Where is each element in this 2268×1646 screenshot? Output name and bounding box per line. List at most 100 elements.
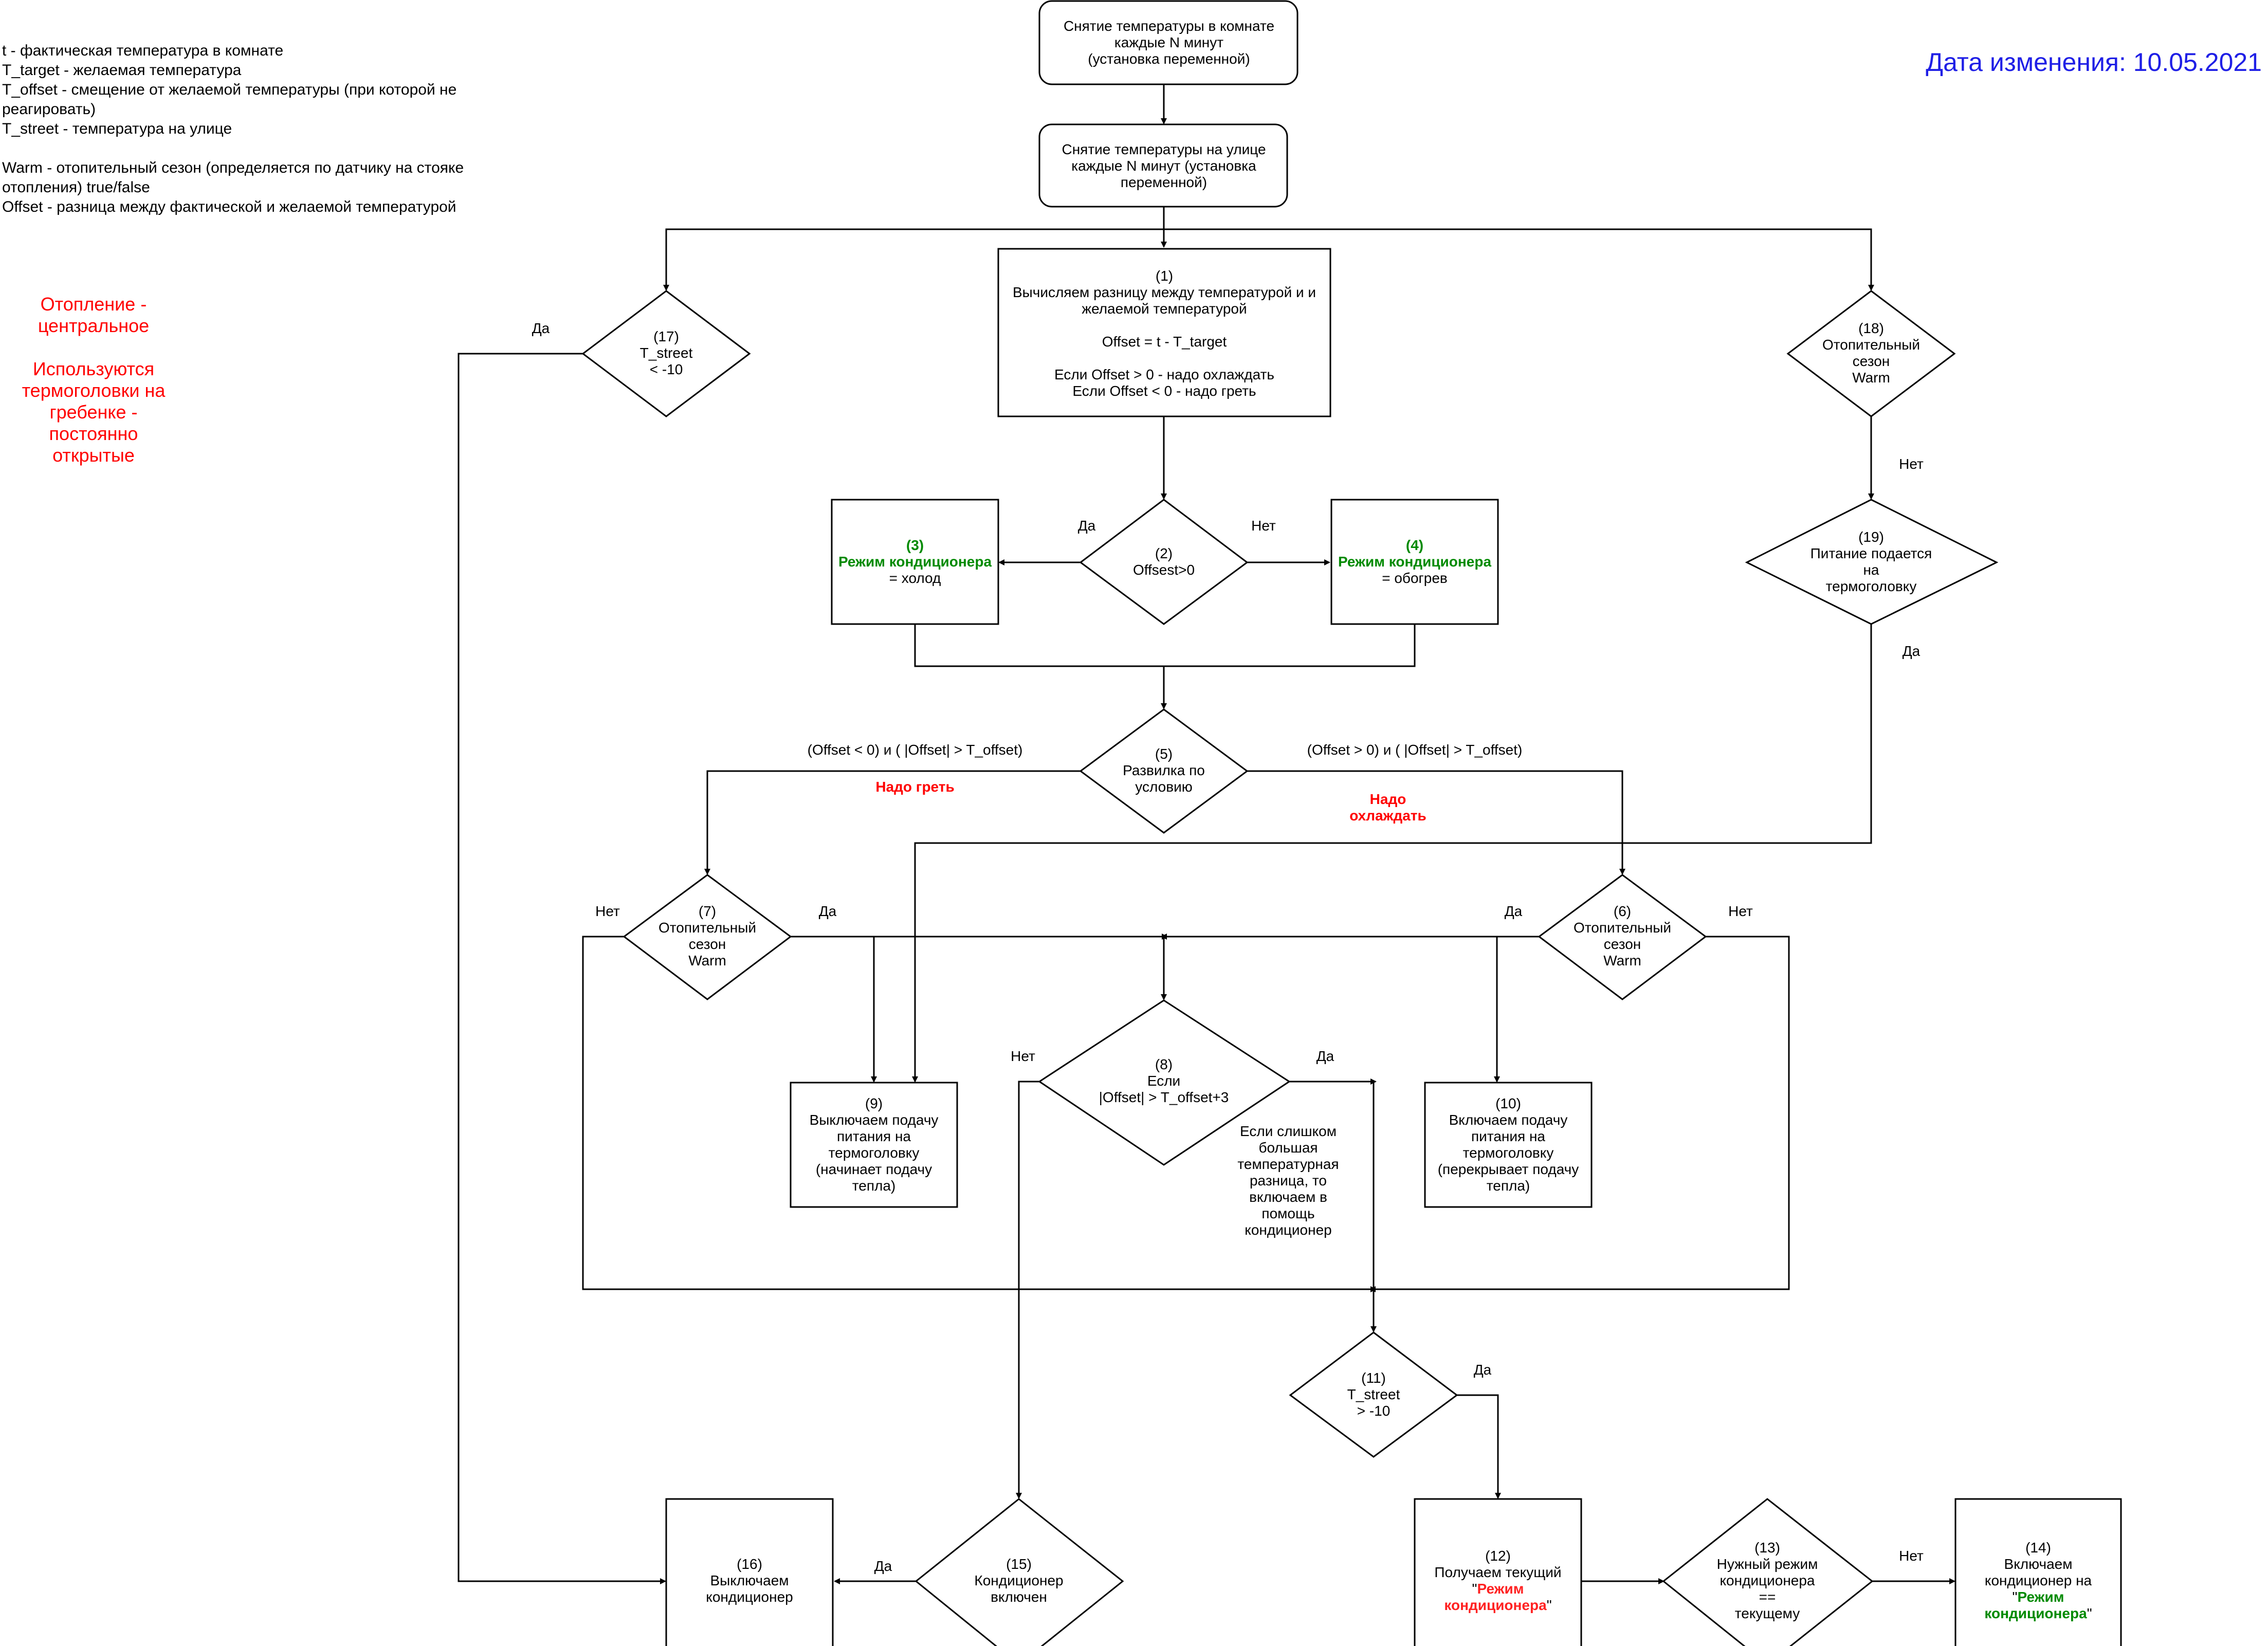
node-11-street-check: (11) T_street > -10 xyxy=(1289,1331,1458,1458)
n9-line5: (начинает подачу xyxy=(816,1161,932,1177)
n4-line3: = обогрев xyxy=(1382,570,1448,586)
n1-line4: Offset = t - T_target xyxy=(1102,334,1227,350)
n5-line2: Развилка по xyxy=(1123,762,1205,778)
edge-street-to-n17 xyxy=(663,228,1164,291)
heating-note-line6: постоянно xyxy=(49,423,138,444)
edge-n5-to-n7 xyxy=(704,770,1081,875)
edge-n19-to-n9 xyxy=(912,624,1872,1083)
n16-line2: Выключаем xyxy=(710,1572,789,1588)
n14-line5: кондиционера" xyxy=(1984,1605,2092,1621)
node-3-ac-cool: (3) Режим кондиционера = холод xyxy=(831,499,999,625)
node-1-compute-offset: (1) Вычисляем разницу между температурой… xyxy=(997,248,1331,417)
n10-line6: тепла) xyxy=(1487,1178,1530,1194)
n2-line2: Offsest>0 xyxy=(1133,562,1195,578)
n14-line2: Включаем xyxy=(2004,1556,2073,1572)
label-need-cool-1: Надо xyxy=(1370,791,1406,807)
n15-line1: (15) xyxy=(1006,1556,1032,1572)
n10-line5: (перекрывает подачу xyxy=(1438,1161,1579,1177)
edge-n11-yes-to-n12 xyxy=(1457,1394,1501,1499)
modification-date: Дата изменения: 10.05.2021 xyxy=(1926,48,2262,77)
legend: t - фактическая температура в комнате T_… xyxy=(2,42,464,215)
node-15-ac-on-check: (15) Кондиционер включен xyxy=(914,1498,1124,1646)
n13-line5: текущему xyxy=(1735,1605,1800,1621)
n7-line2: Отопительный xyxy=(659,920,756,936)
edge-n4-to-merge xyxy=(1164,624,1416,667)
n14-quote-close: " xyxy=(2087,1605,2092,1621)
n18-line4: Warm xyxy=(1852,370,1890,386)
n14-line1: (14) xyxy=(2025,1540,2051,1556)
node-6-warm-check: (6) Отопительный сезон Warm xyxy=(1538,874,1707,1000)
n10-line2: Включаем подачу xyxy=(1449,1112,1568,1128)
legend-line8: Offset - разница между фактической и жел… xyxy=(2,198,456,215)
n12-mode-word: Режим xyxy=(1477,1581,1524,1597)
n13-line4: == xyxy=(1759,1589,1776,1605)
n2-line1: (2) xyxy=(1155,545,1173,561)
n9-line4: термоголовку xyxy=(829,1145,920,1161)
n10-line4: термоголовку xyxy=(1463,1145,1554,1161)
n19-line4: термоголовку xyxy=(1826,578,1917,594)
label-n8-yes: Да xyxy=(1316,1048,1334,1064)
node-2-offset-check: (2) Offsest>0 xyxy=(1079,499,1249,625)
legend-line3: T_offset - смещение от желаемой температ… xyxy=(2,81,456,98)
edge-street-to-n18 xyxy=(1164,228,1874,291)
heating-note-line4: термоголовки на xyxy=(22,380,166,401)
label-n15-yes: Да xyxy=(874,1558,892,1574)
n9-line3: питания на xyxy=(837,1128,911,1144)
edge-labels: Да Нет Да Да Нет (Offset < 0) и ( |Offse… xyxy=(532,320,1924,1574)
n13-line1: (13) xyxy=(1754,1540,1780,1556)
n14-line4: "Режим xyxy=(2013,1589,2064,1605)
heating-note-line2: центральное xyxy=(38,315,149,336)
node-9-power-off-thermohead: (9) Выключаем подачу питания на термогол… xyxy=(790,1082,958,1208)
label-n7-yes: Да xyxy=(819,903,837,919)
node-19-power-check: (19) Питание подается на термоголовку xyxy=(1745,499,1999,625)
n18-line2: Отопительный xyxy=(1822,337,1920,353)
n9-line1: (9) xyxy=(865,1095,883,1111)
heating-note: Отопление - центральное Используются тер… xyxy=(22,294,166,466)
heating-note-line3: Используются xyxy=(33,358,154,379)
n1-line3: желаемой температурой xyxy=(1082,301,1247,317)
n10-line3: питания на xyxy=(1471,1128,1545,1144)
label-need-cool-2: охлаждать xyxy=(1349,808,1426,824)
n16-line1: (16) xyxy=(737,1556,762,1572)
n19-line1: (19) xyxy=(1858,529,1884,545)
n18-line1: (18) xyxy=(1858,320,1884,336)
n14-quote-open: " xyxy=(2013,1589,2018,1605)
n6-line4: Warm xyxy=(1603,953,1641,968)
n5-line1: (5) xyxy=(1155,746,1173,762)
node-17-street-cold: (17) T_street < -10 xyxy=(581,290,751,417)
node-5-fork: (5) Развилка по условию xyxy=(1079,708,1249,834)
n7-line1: (7) xyxy=(699,903,716,919)
edge-n6-no xyxy=(1369,936,1790,1292)
n13-line3: кондиционера xyxy=(1720,1572,1815,1588)
n8-line1: (8) xyxy=(1155,1056,1173,1072)
heating-note-line1: Отопление - xyxy=(41,294,147,315)
label-n2-no: Нет xyxy=(1251,518,1276,534)
note8-line1: Если слишком xyxy=(1240,1123,1337,1139)
note8-line2: большая xyxy=(1258,1140,1318,1156)
n15-line3: включен xyxy=(991,1589,1047,1605)
n14-line3: кондиционер на xyxy=(1985,1572,2092,1588)
label-n6-no: Нет xyxy=(1728,903,1753,919)
heating-note-line5: гребенке - xyxy=(49,401,137,423)
n5-line3: условию xyxy=(1135,779,1192,795)
n1-line6: Если Offset < 0 - надо греть xyxy=(1072,383,1256,399)
n16-line3: кондиционер xyxy=(706,1589,793,1605)
n7-line3: сезон xyxy=(689,936,726,952)
node-4-ac-heat: (4) Режим кондиционера = обогрев xyxy=(1330,499,1499,625)
legend-line4: реагировать) xyxy=(2,101,96,118)
n12-quote-open: " xyxy=(1472,1581,1477,1597)
edge-n5-to-n6 xyxy=(1247,770,1625,875)
n6-line1: (6) xyxy=(1614,903,1631,919)
n1-line1: (1) xyxy=(1156,268,1173,284)
street-temp-line2: каждые N минут (установка xyxy=(1071,158,1256,174)
n4-line1: (4) xyxy=(1406,537,1423,553)
label-n13-no: Нет xyxy=(1899,1548,1924,1564)
label-cond-cool: (Offset > 0) и ( |Offset| > T_offset) xyxy=(1307,742,1523,758)
note8-line6: помощь xyxy=(1261,1205,1314,1221)
legend-line7: отопления) true/false xyxy=(2,179,150,196)
room-temp-line3: (установка переменной) xyxy=(1088,51,1250,67)
room-temp-line2: каждые N минут xyxy=(1114,34,1223,50)
n17-line2: T_street xyxy=(640,345,693,361)
n11-line2: T_street xyxy=(1347,1386,1400,1402)
